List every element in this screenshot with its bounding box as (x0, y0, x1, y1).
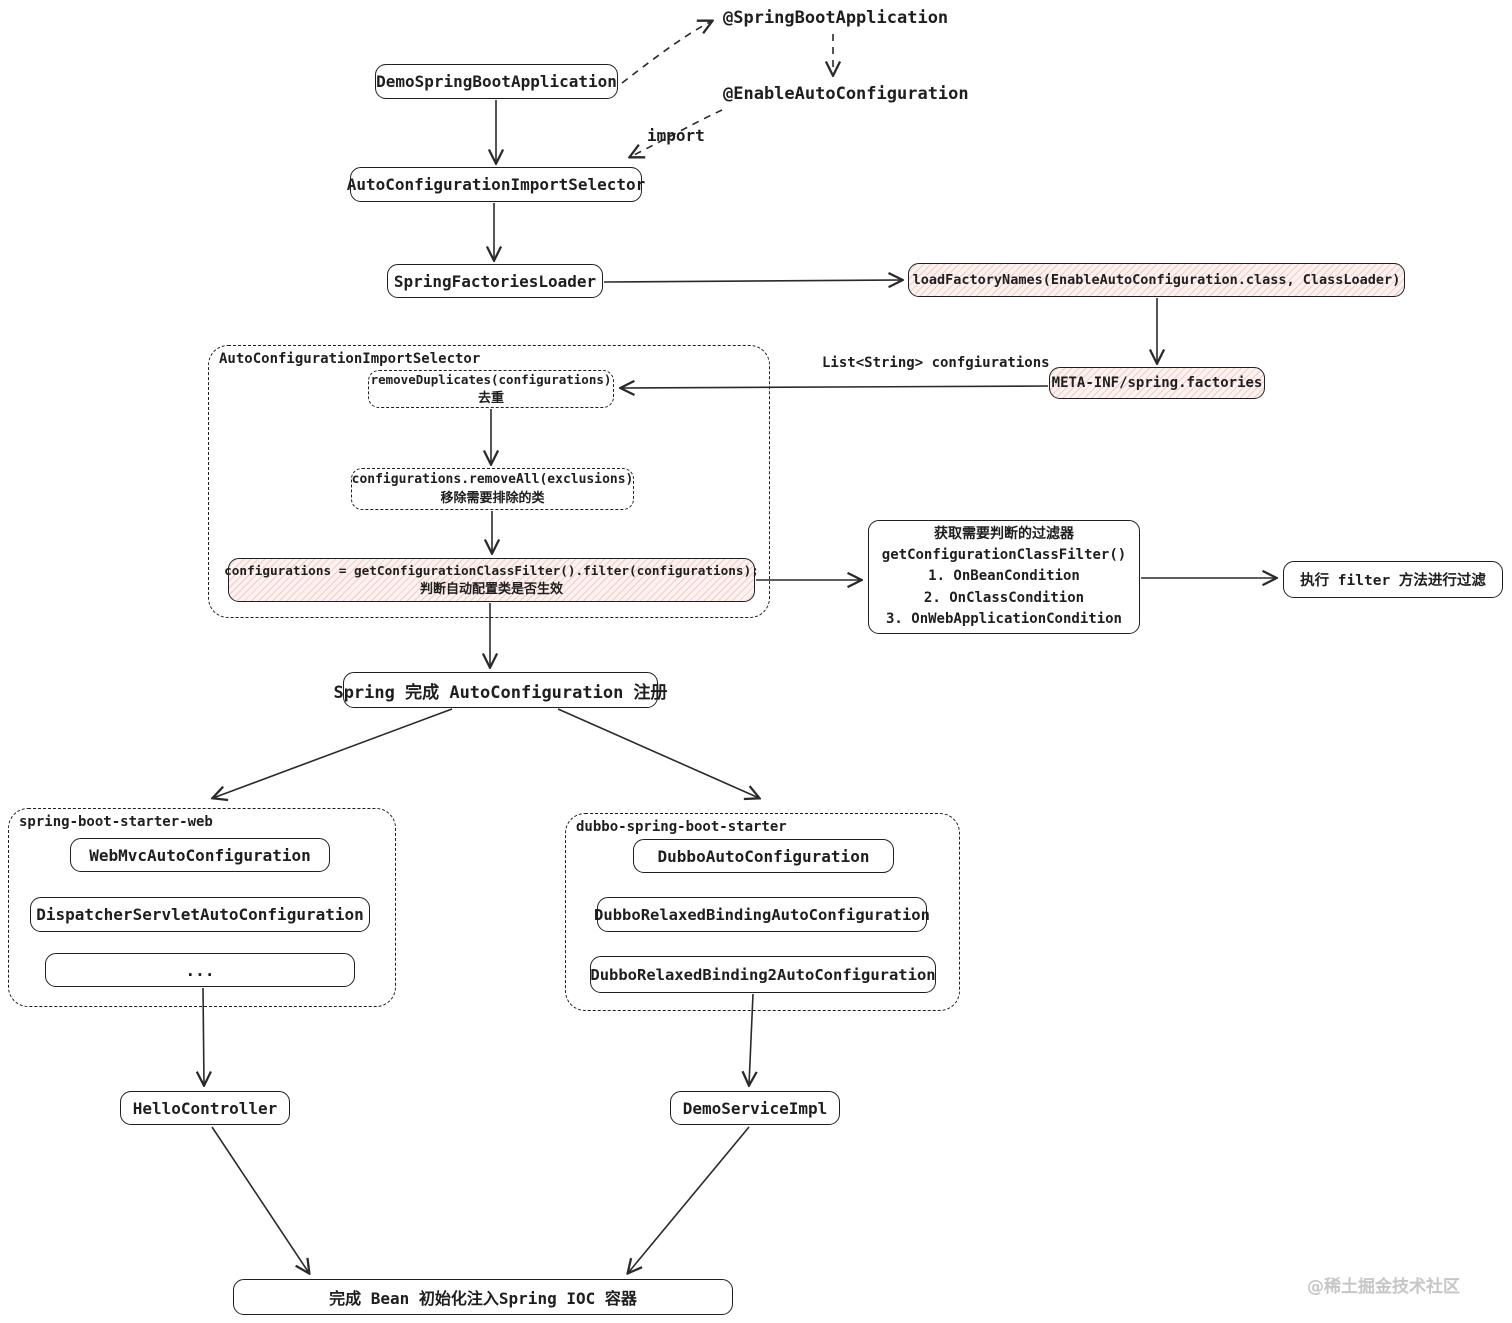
node-remove-all-exclusions: configurations.removeAll(exclusions) 移除需… (351, 468, 634, 510)
remove-all-note: 移除需要排除的类 (440, 491, 545, 506)
filter-call-note: 判断自动配置类是否生效 (419, 582, 563, 597)
import-label: import (647, 126, 705, 145)
node-remove-duplicates: removeDuplicates(configurations) 去重 (368, 370, 614, 408)
group-web-label: spring-boot-starter-web (19, 814, 213, 830)
node-filter-call: configurations = getConfigurationClassFi… (224, 558, 759, 602)
filter-detail-line-1: 获取需要判断的过滤器 (934, 525, 1074, 542)
node-dubbo-relaxed-binding-autoconfiguration: DubboRelaxedBindingAutoConfiguration (594, 897, 930, 932)
arrow-demoservice-to-ioc (628, 1126, 750, 1273)
node-demo-service-impl: DemoServiceImpl (670, 1091, 840, 1125)
enableautoconfiguration-annotation: @EnableAutoConfiguration (723, 84, 969, 104)
list-string-label: List<String> confgiurations (822, 355, 1050, 371)
node-dispatcher-servlet-autoconfiguration: DispatcherServletAutoConfiguration (30, 897, 370, 932)
arrow-register-to-dubbostarter (557, 708, 759, 798)
node-hello-controller: HelloController (120, 1091, 290, 1125)
watermark: @稀土掘金技术社区 (1307, 1277, 1460, 1297)
arrow-hellocontroller-to-ioc (211, 1126, 309, 1273)
node-web-ellipsis: ... (45, 953, 355, 987)
node-bean-ioc-container: 完成 Bean 初始化注入Spring IOC 容器 (233, 1279, 733, 1315)
node-meta-inf-spring-factories: META-INF/spring.factories (1049, 367, 1265, 399)
node-spring-factories-loader: SpringFactoriesLoader (387, 264, 603, 298)
springbootapplication-annotation: @SpringBootApplication (723, 8, 949, 28)
group-dubbo-label: dubbo-spring-boot-starter (576, 819, 787, 835)
node-spring-register: Spring 完成 AutoConfiguration 注册 (333, 672, 668, 708)
filter-detail-line-5: 3. OnWebApplicationCondition (885, 610, 1122, 627)
filter-detail-line-4: 2. OnClassCondition (923, 589, 1085, 606)
arrow-demo-to-springbootapplication (621, 21, 712, 84)
group-import-selector-label: AutoConfigurationImportSelector (219, 351, 481, 367)
node-autoconfiguration-import-selector: AutoConfigurationImportSelector (347, 167, 645, 202)
group-import-selector: AutoConfigurationImportSelector (208, 345, 770, 618)
remove-duplicates-code: removeDuplicates(configurations) (370, 372, 612, 387)
remove-all-code: configurations.removeAll(exclusions) (351, 472, 634, 487)
arrow-loader-to-loadfactorynames (603, 280, 902, 282)
filter-detail-line-3: 1. OnBeanCondition (928, 568, 1080, 585)
node-dubbo-relaxed-binding2-autoconfiguration: DubboRelaxedBinding2AutoConfiguration (590, 956, 936, 993)
arrow-register-to-webstarter (213, 708, 453, 798)
node-execute-filter: 执行 filter 方法进行过滤 (1283, 561, 1503, 598)
group-dubbo-spring-boot-starter: dubbo-spring-boot-starter (565, 813, 960, 1011)
node-load-factory-names: loadFactoryNames(EnableAutoConfiguration… (908, 263, 1405, 297)
filter-detail-line-2: getConfigurationClassFilter() (881, 547, 1127, 564)
node-filter-detail: 获取需要判断的过滤器 getConfigurationClassFilter()… (868, 520, 1140, 634)
group-spring-boot-starter-web: spring-boot-starter-web (8, 808, 396, 1007)
node-dubbo-autoconfiguration: DubboAutoConfiguration (633, 839, 894, 873)
remove-duplicates-note: 去重 (477, 391, 504, 406)
node-demo-spring-boot-application: DemoSpringBootApplication (375, 64, 618, 99)
filter-call-code: configurations = getConfigurationClassFi… (224, 563, 759, 578)
node-web-mvc-autoconfiguration: WebMvcAutoConfiguration (70, 838, 330, 872)
